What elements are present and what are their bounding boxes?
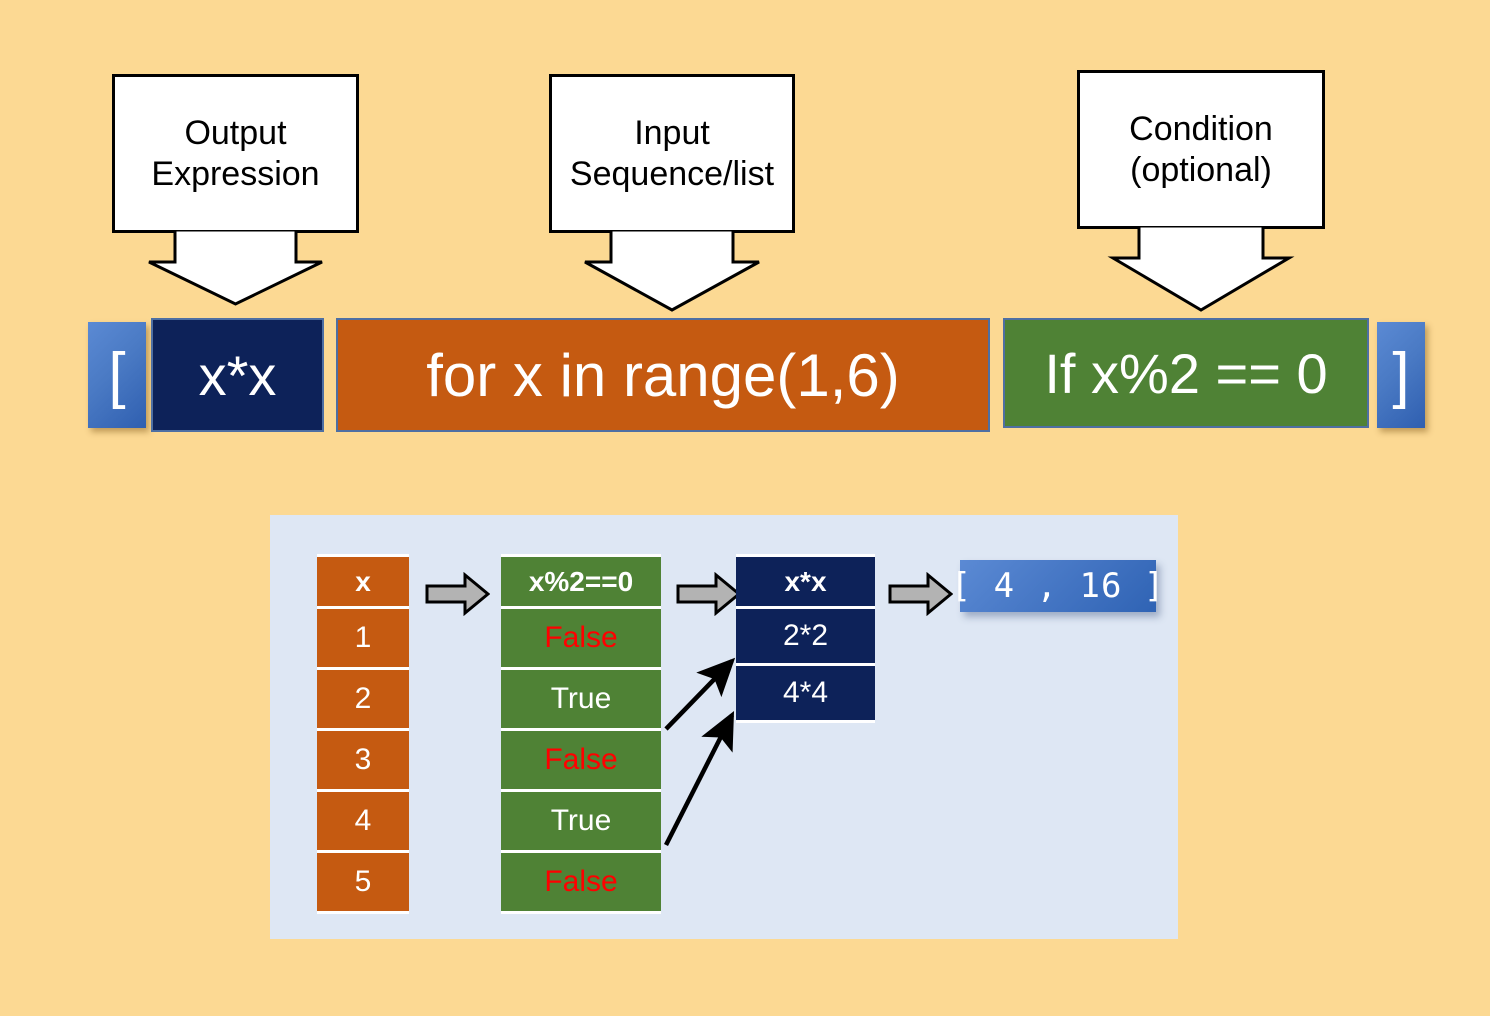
- code-close-bracket[interactable]: ]: [1377, 322, 1425, 428]
- callout-condition-arrow: [1077, 226, 1325, 312]
- arrow-expression-to-result-icon: [888, 572, 953, 616]
- code-condition-clause[interactable]: If x%2 == 0: [1003, 318, 1369, 428]
- result-list-text: [ 4 , 16 ]: [950, 566, 1166, 606]
- code-open-bracket-text: [: [108, 340, 126, 410]
- column-x-cell: 1: [317, 609, 409, 670]
- column-x-cell: 3: [317, 731, 409, 792]
- callout-input-sequence-line2: Sequence/list: [569, 154, 775, 193]
- callout-output-expression-line2: Expression: [151, 154, 320, 193]
- callout-input-sequence-arrow: [549, 230, 795, 312]
- column-condition-cell: True: [501, 670, 661, 731]
- arrow-x-to-condition-icon: [425, 572, 490, 616]
- column-condition-cell: False: [501, 853, 661, 914]
- column-expression-header: x*x: [736, 554, 875, 609]
- column-condition-cell: False: [501, 609, 661, 670]
- callout-input-sequence-line1: Input: [634, 114, 710, 153]
- flow-panel: x 1 2 3 4 5 x%2==0 False True False True…: [270, 515, 1178, 939]
- arrow-condition-to-expression-icon: [676, 572, 741, 616]
- column-condition-header: x%2==0: [501, 554, 661, 609]
- column-x-cell: 4: [317, 792, 409, 853]
- column-expression-cell: 2*2: [736, 609, 875, 666]
- callout-input-sequence-box: Input Sequence/list: [549, 74, 795, 233]
- callout-condition-line2: (optional): [1130, 150, 1272, 189]
- column-expression: x*x 2*2 4*4: [736, 554, 875, 723]
- callout-condition: Condition (optional): [1077, 70, 1325, 312]
- column-condition: x%2==0 False True False True False: [501, 554, 661, 914]
- callout-output-expression-arrow: [112, 230, 359, 306]
- code-loop-clause[interactable]: for x in range(1,6): [336, 318, 990, 432]
- callout-condition-box: Condition (optional): [1077, 70, 1325, 229]
- code-output-expression-text: x*x: [198, 343, 277, 407]
- code-open-bracket[interactable]: [: [88, 322, 146, 428]
- column-expression-cell: 4*4: [736, 666, 875, 723]
- result-list-box[interactable]: [ 4 , 16 ]: [951, 560, 1164, 612]
- code-loop-clause-text: for x in range(1,6): [426, 341, 900, 409]
- code-close-bracket-text: ]: [1392, 340, 1410, 410]
- column-condition-cell: True: [501, 792, 661, 853]
- callout-output-expression: Output Expression: [112, 74, 359, 306]
- code-output-expression[interactable]: x*x: [151, 318, 324, 432]
- column-condition-cell: False: [501, 731, 661, 792]
- callout-output-expression-line1: Output: [184, 114, 287, 153]
- callout-input-sequence: Input Sequence/list: [549, 74, 795, 312]
- callout-output-expression-box: Output Expression: [112, 74, 359, 233]
- callout-condition-line1: Condition: [1129, 110, 1273, 149]
- column-x-cell: 5: [317, 853, 409, 914]
- column-x: x 1 2 3 4 5: [317, 554, 409, 914]
- column-x-header: x: [317, 554, 409, 609]
- code-condition-clause-text: If x%2 == 0: [1044, 341, 1328, 405]
- column-x-cell: 2: [317, 670, 409, 731]
